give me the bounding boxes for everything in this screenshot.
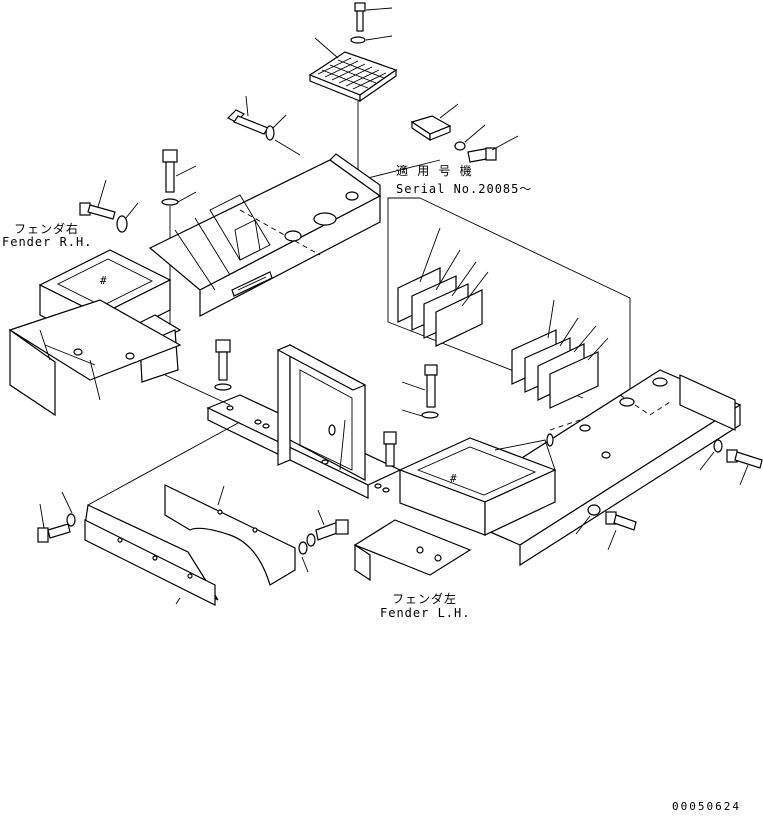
- washer-right-lower: [699, 439, 723, 471]
- fender-rh-frame: #: [8, 153, 382, 417]
- washer-vertical-lh: [401, 409, 439, 419]
- step-grating: [308, 37, 398, 103]
- drawing-number: 00050624: [672, 800, 741, 813]
- washer-vertical-rh: [161, 191, 197, 206]
- washer-bottom-left: [61, 491, 76, 527]
- serial-label-jp: 適 用 号 機: [396, 164, 473, 178]
- washer-left-top: [265, 114, 287, 141]
- bolt-center-left: [215, 339, 231, 381]
- washer-mid-lower: [575, 504, 601, 535]
- svg-text:#: #: [450, 472, 457, 485]
- bolt-left-top: [226, 95, 269, 135]
- cover-plate-curved: [164, 484, 296, 586]
- bolt-small-lh: [383, 431, 397, 467]
- bolt-vertical-lh: [401, 364, 438, 408]
- bolt-bottom-left: [37, 503, 71, 543]
- center-frame: [206, 344, 402, 499]
- bolt-side-rh: [79, 179, 116, 220]
- bracket-top-right: [410, 103, 459, 142]
- fender-rh-label-en: Fender R.H.: [2, 235, 93, 249]
- rail-holes: [226, 405, 390, 493]
- washer-side-rh: [116, 202, 139, 233]
- cover-plate-front: [84, 504, 219, 606]
- washer-bottom-mid: [298, 533, 316, 573]
- fender-lh-label-en: Fender L.H.: [380, 606, 471, 620]
- washer-center-left: [214, 383, 232, 391]
- fender-rh-label-jp: フェンダ右: [14, 222, 80, 236]
- top-bolt: [354, 2, 393, 32]
- bolt-mid-lower: [605, 511, 637, 551]
- bolt-vertical-rh: [162, 149, 197, 193]
- decal-set-lower: [511, 299, 609, 409]
- fender-lh-label-jp: フェンダ左: [392, 592, 458, 606]
- bolt-right-lower: [726, 449, 763, 486]
- svg-text:#: #: [100, 274, 107, 287]
- top-washer: [350, 35, 393, 44]
- serial-label-en: Serial No.20085～: [396, 182, 533, 196]
- bolt-bottom-mid: [315, 509, 349, 541]
- washer-right-top: [454, 124, 486, 151]
- fender-lh-frame: #: [353, 369, 742, 582]
- decal-set-upper: [397, 227, 489, 347]
- bolt-right-top: [467, 135, 519, 163]
